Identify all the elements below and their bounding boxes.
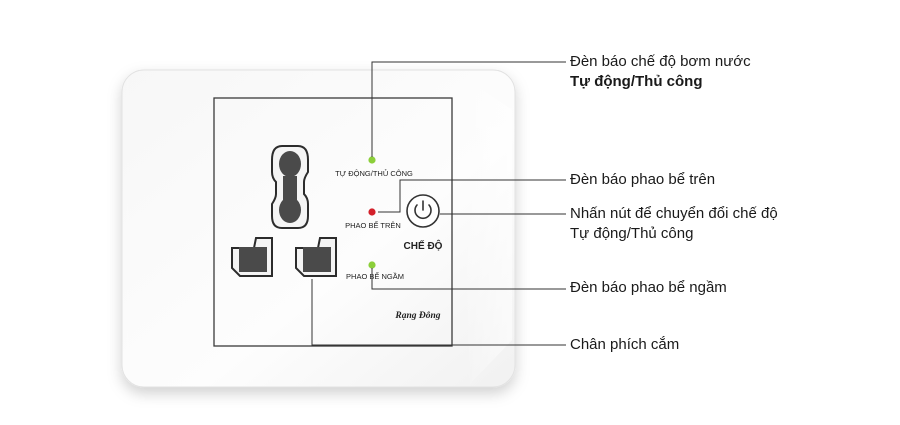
mode-button[interactable] [406,194,440,228]
mode-label: CHẾ ĐỘ [404,239,443,252]
auto-manual-indicator-led [368,156,376,164]
upper-tank-indicator-led [368,208,376,216]
callout-mode-indicator-line2: Tự động/Thủ công [570,73,703,90]
underground-tank-indicator-led [368,261,376,269]
leader-mode-indicator [371,61,566,157]
callout-mode-indicator-line1: Đèn báo chế độ bơm nước [570,53,751,70]
underground-tank-label: PHAO BỂ NGẦM [346,271,404,281]
callout-upper-tank-indicator: Đèn báo phao bể trên [570,171,716,188]
upper-tank-label: PHAO BỂ TRÊN [345,221,401,230]
leader-plug-pins [311,279,566,346]
brand-logo: Rạng Đông [394,311,440,321]
callout-mode-button-line1: Nhấn nút để chuyển đổi chế độ [570,205,778,222]
callout-mode-button-line2: Tự động/Thủ công [570,225,694,242]
leader-lines [311,61,566,346]
leader-underground-tank [371,268,566,290]
callout-underground-tank-indicator: Đèn báo phao bể ngầm [570,279,727,296]
callout-plug-pins: Chân phích cắm [570,336,680,353]
plate-highlight [460,74,512,384]
callout-mode-button: Nhấn nút để chuyển đổi chế độ Tự động/Th… [570,204,778,244]
callout-mode-indicator: Đèn báo chế độ bơm nước Tự động/Thủ công [570,52,751,92]
universal-socket-icon [231,145,337,277]
power-icon [414,200,432,220]
leader-upper-tank [378,179,566,213]
wall-plate [121,69,516,388]
auto-manual-label: TỰ ĐỘNG/THỦ CÔNG [335,169,413,178]
inner-panel [213,97,453,347]
